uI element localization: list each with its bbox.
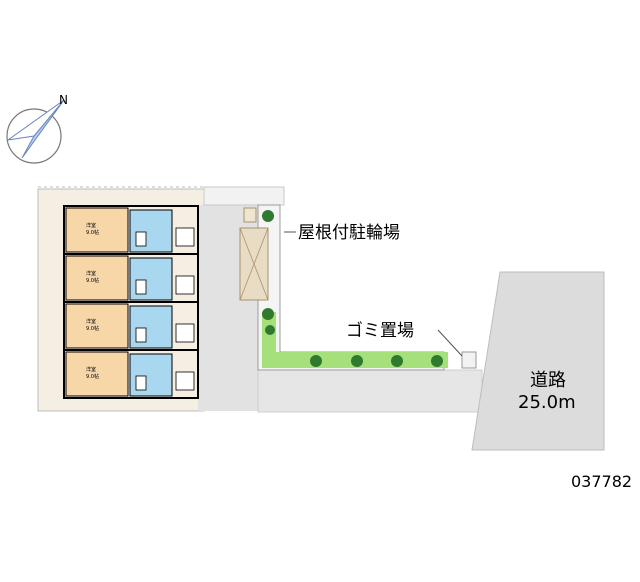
compass: N [6, 93, 68, 164]
bicycle-parking [239, 207, 269, 301]
room-size: 9.0帖 [86, 277, 99, 284]
bath-fixture-icon [135, 231, 147, 247]
tree-icon [391, 355, 403, 367]
room-label: 洋室 [86, 318, 96, 325]
utility-box [243, 207, 257, 223]
bicycle-parking-label: 屋根付駐輪場 [298, 223, 400, 243]
road-width-label: 25.0m [518, 392, 576, 413]
tree-icon [262, 308, 274, 320]
room-size: 9.0帖 [86, 373, 99, 380]
garbage-area-box [461, 351, 477, 369]
room-label: 洋室 [86, 222, 96, 229]
tree-icon [262, 210, 274, 222]
bath-fixture-icon [135, 279, 147, 295]
bath-fixture-icon [135, 327, 147, 343]
compass-north-letter: N [59, 93, 68, 107]
entry-icon [175, 275, 195, 295]
tree-icon [431, 355, 443, 367]
unit-room [65, 207, 129, 253]
compass-ring [6, 108, 62, 164]
entry-icon [175, 227, 195, 247]
north-strip [203, 186, 285, 206]
green-strip-vertical [262, 312, 276, 360]
property-code: 037782 [571, 472, 632, 491]
tree-icon [310, 355, 322, 367]
entry-icon [175, 323, 195, 343]
garbage-area-leader [437, 329, 463, 357]
room-size: 9.0帖 [86, 325, 99, 332]
tree-icon [265, 325, 275, 335]
unit-room [65, 351, 129, 397]
room-label: 洋室 [86, 366, 96, 373]
road-name-label: 道路 [530, 370, 566, 391]
driveway-paving [257, 369, 483, 413]
road-area [471, 271, 605, 451]
garbage-area-label: ゴミ置場 [346, 320, 414, 341]
unit-room [65, 255, 129, 301]
roof-diagonal [239, 227, 269, 301]
unit-wetroom [129, 257, 173, 301]
bath-fixture-icon [135, 375, 147, 391]
compass-needle-half-icon [7, 99, 65, 141]
apartment-building: 洋室 9.0帖 洋室 9.0帖 洋室 9.0帖 洋室 9.0帖 [63, 205, 199, 399]
entry-icon [175, 371, 195, 391]
unit-room [65, 303, 129, 349]
room-size: 9.0帖 [86, 229, 99, 236]
tree-icon [351, 355, 363, 367]
room-label: 洋室 [86, 270, 96, 277]
trees [262, 210, 443, 367]
